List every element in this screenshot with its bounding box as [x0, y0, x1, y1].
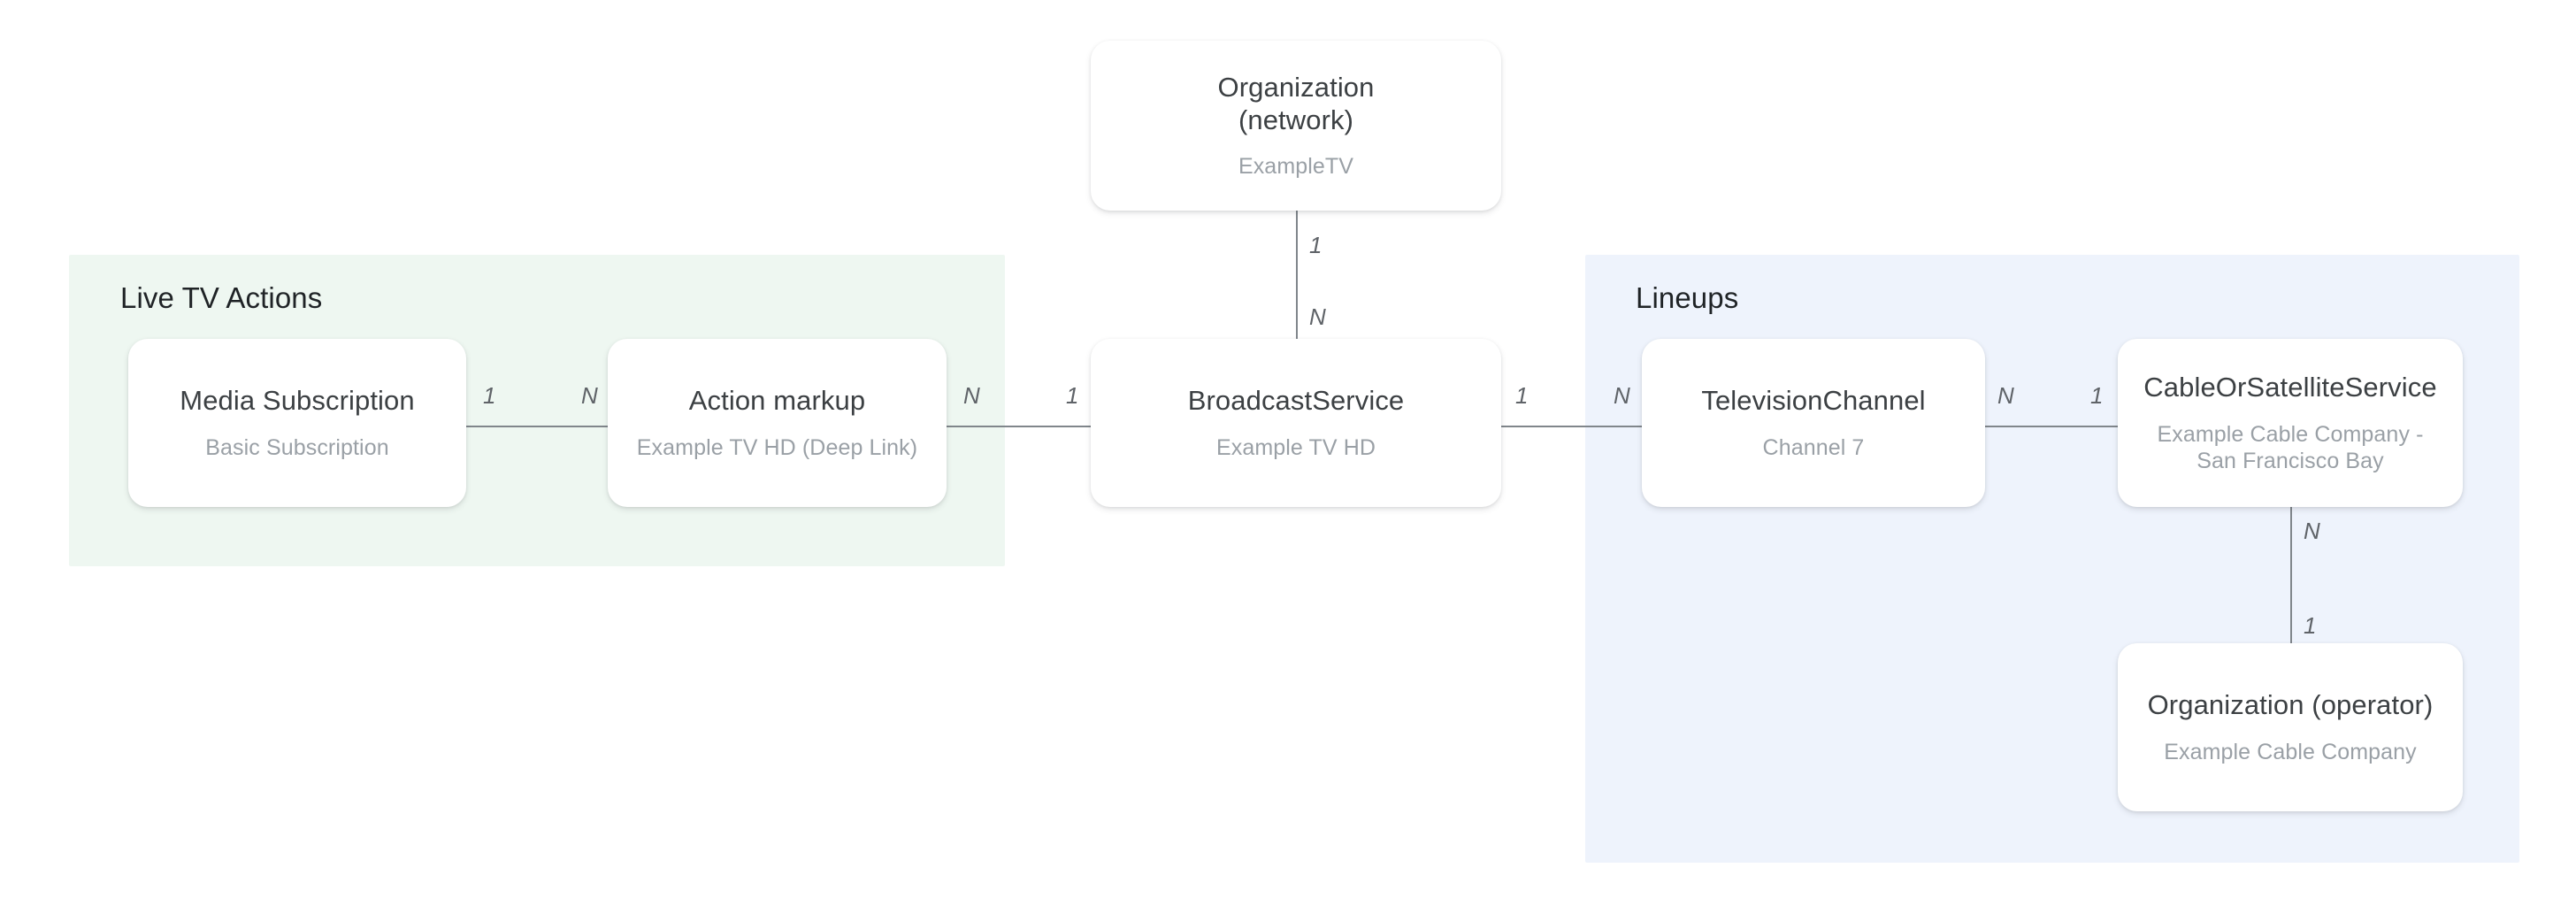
node-action-markup-subtitle: Example TV HD (Deep Link)	[636, 434, 918, 460]
cardinality-cable-or-satellite-service-to-organization-operator-from: N	[2304, 518, 2320, 544]
cardinality-organization-network-to-broadcast-service-to: N	[1309, 303, 1326, 330]
cardinality-broadcast-service-to-television-channel-from: 1	[1515, 382, 1529, 409]
cardinality-action-markup-to-broadcast-service-from: N	[963, 382, 980, 409]
node-organization-network-subtitle: ExampleTV	[1238, 154, 1354, 180]
node-broadcast-service[interactable]: BroadcastService Example TV HD	[1091, 339, 1501, 507]
edge-broadcast-service-television-channel	[1501, 426, 1642, 427]
node-media-subscription[interactable]: Media Subscription Basic Subscription	[128, 339, 466, 507]
cardinality-organization-network-to-broadcast-service-from: 1	[1309, 232, 1322, 258]
node-organization-network[interactable]: Organization (network) ExampleTV	[1091, 41, 1501, 211]
node-organization-operator[interactable]: Organization (operator) Example Cable Co…	[2118, 643, 2463, 811]
group-title-lineups: Lineups	[1636, 281, 1739, 314]
node-media-subscription-title: Media Subscription	[180, 385, 415, 417]
node-television-channel-subtitle: Channel 7	[1762, 434, 1865, 460]
edge-television-channel-cable-or-satellite-service	[1985, 426, 2118, 427]
node-television-channel[interactable]: TelevisionChannel Channel 7	[1642, 339, 1985, 507]
node-cable-or-satellite-service-subtitle: Example Cable Company - San Francisco Ba…	[2157, 421, 2424, 473]
edge-cable-or-satellite-service-organization-operator	[2290, 507, 2292, 643]
edge-media-subscription-action-markup	[466, 426, 608, 427]
node-organization-operator-title: Organization (operator)	[2147, 689, 2434, 721]
node-action-markup[interactable]: Action markup Example TV HD (Deep Link)	[608, 339, 947, 507]
edge-action-markup-broadcast-service	[947, 426, 1091, 427]
node-broadcast-service-title: BroadcastService	[1187, 385, 1405, 417]
cardinality-media-subscription-to-action-markup-to: N	[581, 382, 598, 409]
node-broadcast-service-subtitle: Example TV HD	[1215, 434, 1376, 460]
cardinality-media-subscription-to-action-markup-from: 1	[483, 382, 496, 409]
node-organization-operator-subtitle: Example Cable Company	[2164, 739, 2417, 764]
cardinality-action-markup-to-broadcast-service-to: 1	[1066, 382, 1079, 409]
edge-organization-network-broadcast-service	[1296, 211, 1298, 340]
cardinality-broadcast-service-to-television-channel-to: N	[1614, 382, 1630, 409]
cardinality-television-channel-to-cable-or-satellite-service-from: N	[1997, 382, 2014, 409]
group-title-live-tv-actions: Live TV Actions	[120, 281, 323, 314]
node-cable-or-satellite-service-title: CableOrSatelliteService	[2143, 372, 2437, 403]
cardinality-cable-or-satellite-service-to-organization-operator-to: 1	[2304, 612, 2317, 639]
node-television-channel-title: TelevisionChannel	[1701, 385, 1926, 417]
node-organization-network-title: Organization (network)	[1217, 71, 1375, 135]
node-action-markup-title: Action markup	[688, 385, 866, 417]
node-cable-or-satellite-service[interactable]: CableOrSatelliteService Example Cable Co…	[2118, 339, 2463, 507]
node-media-subscription-subtitle: Basic Subscription	[205, 434, 389, 460]
cardinality-television-channel-to-cable-or-satellite-service-to: 1	[2090, 382, 2104, 409]
